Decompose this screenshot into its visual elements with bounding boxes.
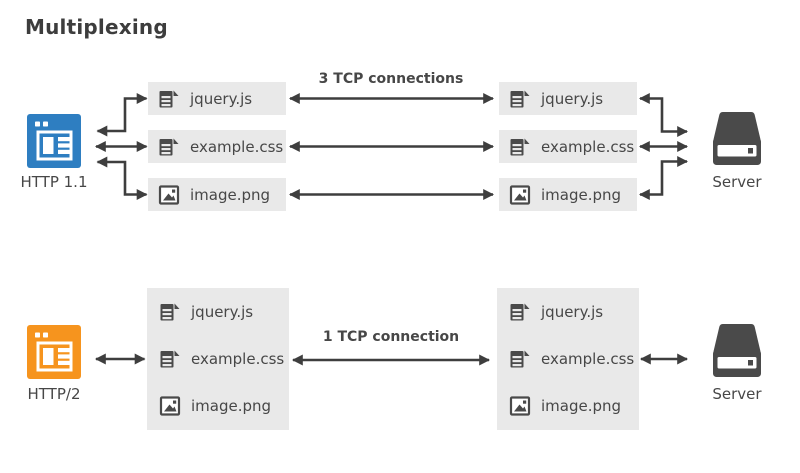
file-chip-left-jquery: jquery.js — [148, 82, 286, 115]
file-name: example.css — [541, 137, 635, 156]
file-row-image: image.png — [147, 390, 289, 423]
image-icon — [158, 184, 180, 205]
tcp-connections-label-top: 3 TCP connections — [318, 71, 464, 87]
file-row-image: image.png — [497, 390, 639, 423]
file-chip-right-jquery: jquery.js — [499, 82, 637, 115]
file-name: jquery.js — [541, 89, 604, 108]
image-icon — [509, 184, 531, 205]
file-chip-left-image: image.png — [148, 178, 286, 211]
file-name: jquery.js — [541, 302, 604, 321]
document-icon — [510, 350, 530, 368]
document-icon — [510, 138, 530, 155]
document-icon — [510, 90, 530, 107]
browser-icon-http2 — [27, 325, 81, 379]
document-icon — [159, 90, 179, 107]
file-chip-left-css: example.css — [148, 130, 286, 163]
server-icon-top — [713, 112, 761, 165]
file-name: image.png — [191, 397, 272, 416]
file-name: image.png — [190, 185, 271, 204]
file-row-jquery: jquery.js — [497, 295, 639, 328]
file-name: example.css — [191, 349, 285, 368]
file-chip-right-image: image.png — [499, 178, 637, 211]
file-name: image.png — [541, 185, 622, 204]
document-icon — [159, 138, 179, 155]
server-icon-bottom — [713, 324, 761, 377]
browser-icon-http11 — [27, 114, 81, 168]
image-icon — [509, 396, 531, 416]
server-label-bottom: Server — [712, 385, 762, 403]
http2-label: HTTP/2 — [27, 385, 81, 403]
http11-label: HTTP 1.1 — [20, 173, 88, 191]
file-row-css: example.css — [147, 342, 289, 375]
file-name: jquery.js — [190, 89, 253, 108]
page-title: Multiplexing — [25, 15, 168, 39]
document-icon — [160, 350, 180, 368]
tcp-connections-label-bottom: 1 TCP connection — [322, 329, 460, 345]
image-icon — [159, 396, 181, 416]
document-icon — [160, 303, 180, 321]
multiplexed-box-left: jquery.js example.css image.png — [147, 288, 289, 430]
file-name: example.css — [190, 137, 284, 156]
file-row-jquery: jquery.js — [147, 295, 289, 328]
multiplexed-box-right: jquery.js example.css image.png — [497, 288, 639, 430]
file-name: example.css — [541, 349, 635, 368]
file-name: jquery.js — [191, 302, 254, 321]
file-name: image.png — [541, 397, 622, 416]
file-row-css: example.css — [497, 342, 639, 375]
file-chip-right-css: example.css — [499, 130, 637, 163]
server-label-top: Server — [712, 173, 762, 191]
document-icon — [510, 303, 530, 321]
